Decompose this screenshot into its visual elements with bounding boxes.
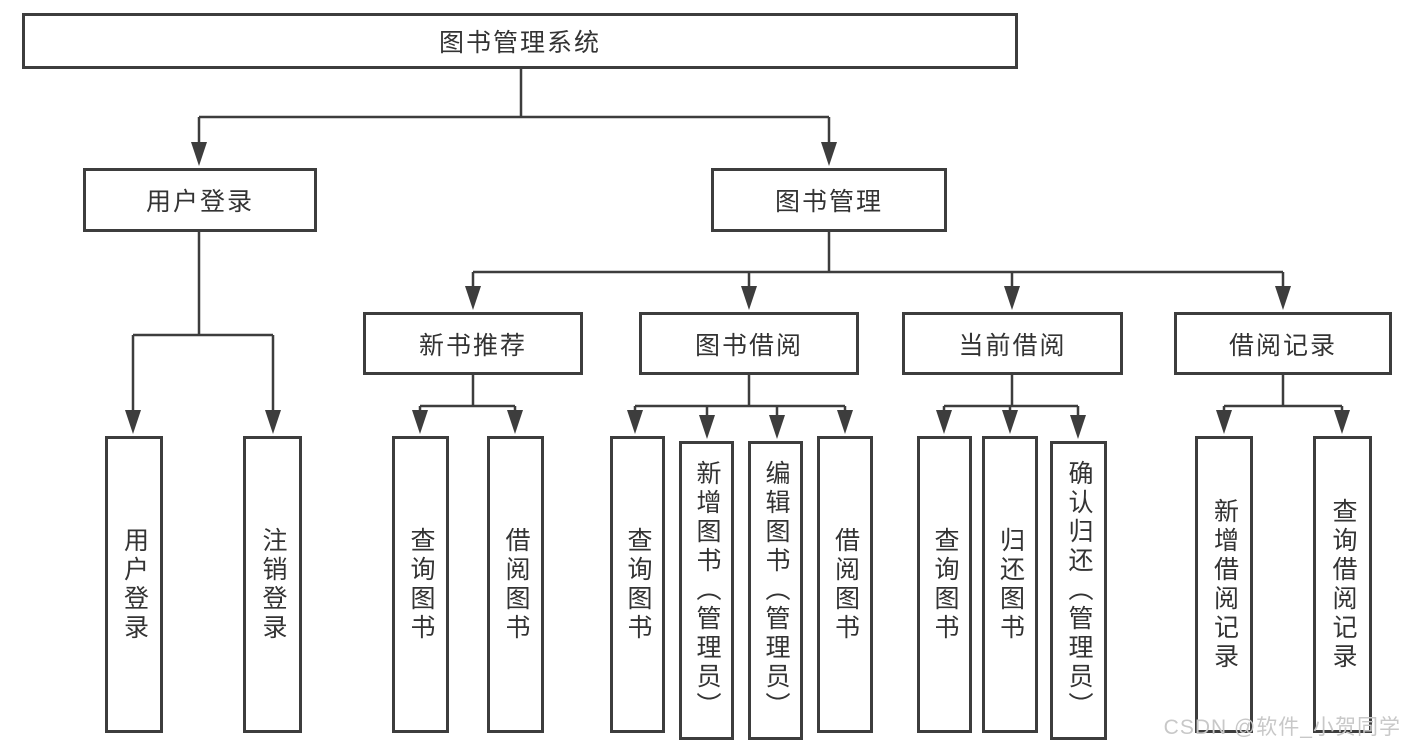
node-book-management: 图书管理	[711, 168, 947, 232]
csdn-watermark: CSDN @软件_小贺同学	[1163, 716, 1401, 739]
leaf-query-books-current: 查询图书	[917, 436, 972, 733]
node-user-login: 用户登录	[83, 168, 317, 232]
node-library-management-system: 图书管理系统	[22, 13, 1018, 69]
leaf-user-login: 用户登录	[105, 436, 163, 733]
leaf-add-book-admin: 新增图书（管理员）	[679, 441, 734, 740]
leaf-return-book: 归还图书	[982, 436, 1038, 733]
leaf-query-borrow-record: 查询借阅记录	[1313, 436, 1372, 733]
leaf-add-borrow-record: 新增借阅记录	[1195, 436, 1253, 733]
node-current-borrowing: 当前借阅	[902, 312, 1123, 375]
leaf-borrow-books-borrowing: 借阅图书	[817, 436, 873, 733]
leaf-confirm-return-admin: 确认归还（管理员）	[1050, 441, 1107, 740]
leaf-query-books-recommend: 查询图书	[392, 436, 449, 733]
node-book-borrowing: 图书借阅	[639, 312, 859, 375]
node-new-book-recommendation: 新书推荐	[363, 312, 583, 375]
leaf-edit-book-admin: 编辑图书（管理员）	[748, 441, 803, 740]
node-borrowing-records: 借阅记录	[1174, 312, 1392, 375]
leaf-borrow-books-recommend: 借阅图书	[487, 436, 544, 733]
leaf-query-books-borrowing: 查询图书	[610, 436, 665, 733]
leaf-logout: 注销登录	[243, 436, 302, 733]
